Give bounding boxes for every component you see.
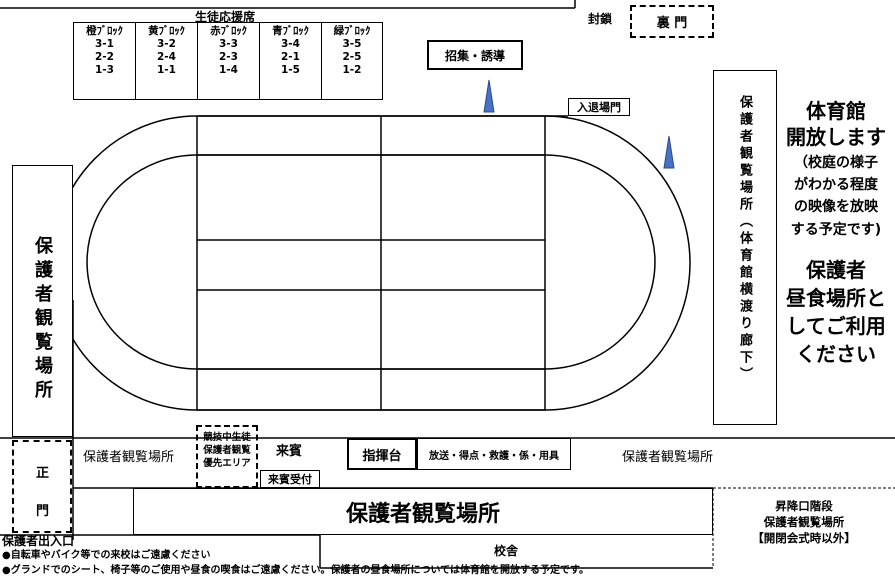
gym-side-viewing-label: 保護者観覧場所（体育館横渡り廊下）	[737, 95, 752, 384]
priority-area: 競技中生徒 保護者観覧 優先エリア	[196, 425, 258, 488]
main-viewing-area: 保護者観覧場所	[133, 488, 713, 535]
support-area-title: 生徒応援席	[195, 10, 256, 24]
bottom-viewing-left: 保護者観覧場所	[83, 450, 175, 465]
inner-track	[86, 154, 656, 370]
back-gate: 裏 門	[630, 5, 714, 38]
staff-area: 放送・得点・救護・係・用具	[417, 438, 571, 470]
left-viewing-label: 保護者観覧場所	[32, 236, 53, 404]
main-gate: 正 門	[12, 440, 72, 533]
outer-track	[51, 115, 691, 411]
parent-entrance: 保護者出入口	[2, 534, 75, 548]
assembly-area: 招集・誘導	[427, 40, 523, 70]
guest-reception: 来賓受付	[260, 470, 320, 488]
command-stand: 指揮台	[347, 438, 417, 470]
gym-notice: 体育館 開放します （校庭の様子 がわかる程度 の映像を放映 する予定です) 保…	[786, 99, 886, 366]
note-bicycle: ●自転車やバイク等での来校はご遠慮ください	[2, 550, 211, 561]
cone-icon	[663, 135, 675, 169]
stairs-area: 昇降口階段 保護者観覧場所 【開閉会式時以外】	[752, 499, 856, 545]
bottom-viewing-right: 保護者観覧場所	[622, 450, 714, 465]
guest-area: 来賓	[276, 444, 303, 459]
closed-label: 封鎖	[588, 12, 613, 26]
entry-gate: 入退場門	[568, 98, 630, 116]
school-building: 校舎	[494, 544, 519, 558]
note-ground: ●グランドでのシート、椅子等のご使用や昼食の喫食はご遠慮ください。保護者の昼食場…	[2, 565, 590, 576]
cone-icon	[483, 79, 495, 113]
infield-outline	[196, 115, 546, 411]
notes: ●自転車やバイク等での来校はご遠慮ください ●グランドでのシート、椅子等のご使用…	[2, 548, 589, 578]
left-viewing-area: 保護者観覧場所	[12, 165, 73, 437]
gym-side-viewing-area: 保護者観覧場所（体育館横渡り廊下）	[713, 70, 777, 425]
